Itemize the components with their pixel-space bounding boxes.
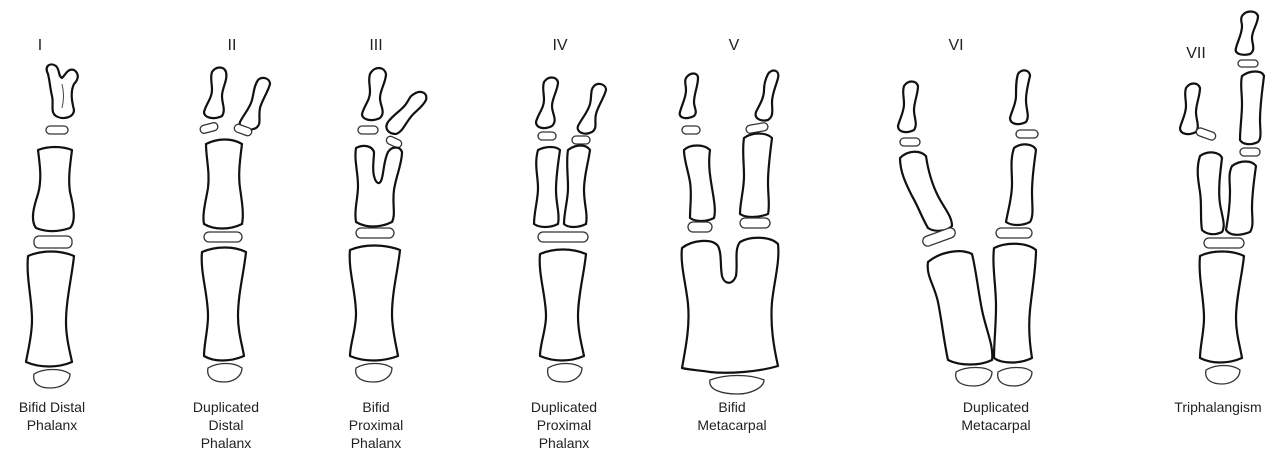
type-iv-illustration: IV [534,37,606,382]
type-vii-distal-phalanx-ulnar [1236,12,1258,55]
type-vii-illustration: VII [1180,12,1264,385]
type-iii-distal-phalanx-radial [362,68,386,120]
type-v-joint-disc-radial [682,126,700,134]
type-i-joint-disc-1 [46,126,68,134]
type-iii-caption-line-3: Phalanx [351,435,402,451]
type-vii-proximal-phalanx-radial [1198,152,1224,234]
type-i-distal-phalanx [47,64,78,118]
type-vi-metacarpal-ulnar [993,244,1036,363]
type-iv-proximal-phalanx-ulnar [564,146,590,228]
type-ii-caption-line-1: Duplicated [193,399,259,415]
type-vi-joint-disc-radial [900,138,920,146]
type-v-caption-line-1: Bifid [718,399,745,415]
captions: Bifid Distal Phalanx Duplicated Distal P… [19,399,1262,451]
type-vi-distal-phalanx-ulnar [1010,70,1030,124]
type-vi-joint-disc-ulnar-2 [996,228,1032,238]
type-iii-joint-disc-radial [358,126,378,134]
type-iii-caption-line-2: Proximal [349,417,403,433]
type-v-trapezium [710,376,764,395]
type-iv-caption-line-3: Phalanx [539,435,590,451]
type-vii-numeral: VII [1186,45,1206,62]
type-iv-caption-line-1: Duplicated [531,399,597,415]
type-i-proximal-phalanx [33,147,74,231]
type-ii-metacarpal [202,248,246,361]
type-vi-distal-phalanx-radial [898,82,918,133]
type-v-bifid-metacarpal [682,238,779,373]
type-iv-joint-disc-radial [538,132,556,140]
type-vii-proximal-phalanx-ulnar [1226,162,1256,235]
type-vii-caption-line-1: Triphalangism [1174,399,1261,415]
type-vi-metacarpal-radial [928,251,993,364]
type-v-joint-disc-ulnar-2 [740,218,770,228]
type-i-caption-line-1: Bifid Distal [19,399,85,415]
type-v-joint-disc-radial-2 [688,222,712,232]
type-iv-numeral: IV [552,37,567,54]
type-iii-illustration: III [350,37,427,382]
type-vi-proximal-phalanx-ulnar [1006,144,1036,225]
type-ii-illustration: II [199,37,270,382]
type-vii-joint-disc-radial [1195,127,1217,141]
type-vii-middle-phalanx-ulnar [1240,72,1264,145]
type-iv-trapezium [548,364,582,383]
type-iii-joint-disc-2 [356,228,394,238]
type-vi-proximal-phalanx-radial [900,152,952,231]
type-vi-numeral: VI [948,37,963,54]
type-vi-illustration: VI [898,37,1038,386]
type-v-distal-phalanx-ulnar [756,71,779,121]
type-iii-metacarpal [350,246,400,361]
type-v-numeral: V [729,37,740,54]
type-iv-metacarpal [540,250,586,361]
type-iii-numeral: III [369,37,382,54]
type-i-trapezium [34,370,70,389]
type-i-caption-line-2: Phalanx [27,417,78,433]
type-iii-distal-phalanx-ulnar [386,92,426,134]
type-vi-caption-line-1: Duplicated [963,399,1029,415]
type-vii-joint-disc-ulnar-1 [1238,60,1258,67]
type-vi-joint-disc-ulnar [1016,130,1038,138]
type-ii-joint-disc-radial [199,122,218,134]
type-v-joint-disc-ulnar [745,122,768,134]
type-ii-caption-line-2: Distal [208,417,243,433]
type-vi-trapezium-ulnar [998,368,1032,387]
type-v-caption-line-2: Metacarpal [697,417,766,433]
type-iii-caption-line-1: Bifid [362,399,389,415]
type-v-proximal-phalanx-ulnar [740,134,772,218]
type-iii-bifid-proximal-phalanx [355,146,402,227]
type-ii-trapezium [208,364,242,383]
type-i-illustration: I [26,37,78,388]
type-i-metacarpal [26,252,74,367]
type-i-numeral: I [38,37,42,54]
type-ii-caption-line-3: Phalanx [201,435,252,451]
type-v-distal-phalanx-radial [680,74,698,119]
type-vii-metacarpal [1200,252,1244,363]
type-ii-distal-phalanx-ulnar [240,78,270,130]
type-iv-joint-disc-2 [538,232,588,242]
type-iii-trapezium [356,364,392,383]
type-vi-caption-line-2: Metacarpal [961,417,1030,433]
type-iv-distal-phalanx-radial [536,78,558,129]
type-iv-joint-disc-ulnar [572,136,590,144]
type-ii-joint-disc-2 [204,232,242,242]
type-vi-trapezium-radial [956,368,992,387]
type-vii-joint-disc-3 [1204,238,1244,248]
type-v-proximal-phalanx-radial [684,146,715,222]
type-ii-proximal-phalanx [203,140,242,229]
type-iv-distal-phalanx-ulnar [578,84,606,134]
type-iv-caption-line-2: Proximal [537,417,591,433]
type-vii-trapezium [1206,366,1240,385]
type-v-illustration: V [680,37,779,394]
type-i-joint-disc-2 [34,236,72,248]
type-ii-numeral: II [228,37,237,54]
type-iv-proximal-phalanx-radial [534,147,560,227]
type-vii-joint-disc-ulnar-2 [1240,148,1260,156]
type-vii-distal-phalanx-radial [1180,84,1200,135]
type-ii-distal-phalanx-radial [204,68,226,119]
